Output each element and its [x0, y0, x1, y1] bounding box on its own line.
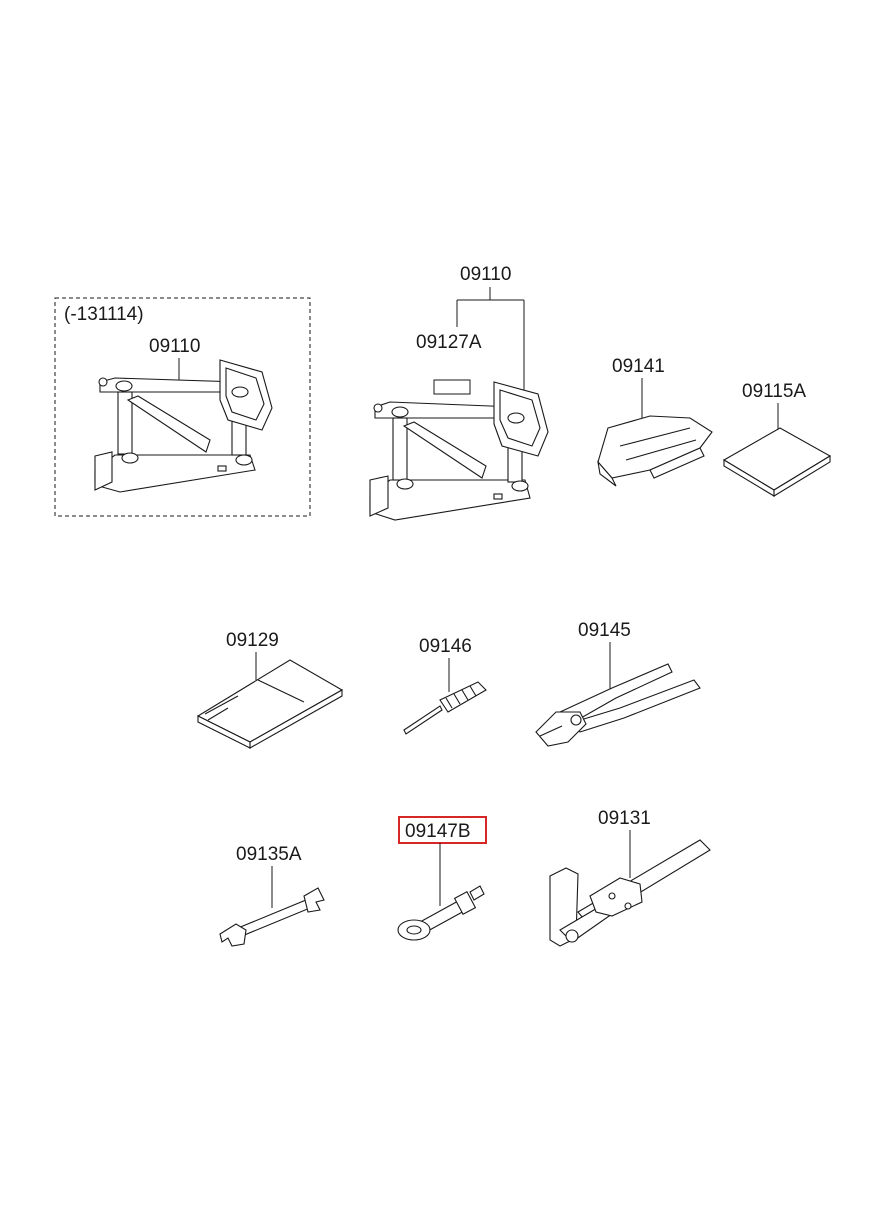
- part-jack-old[interactable]: 09110: [94, 336, 273, 493]
- scissor-jack-illustration: [369, 381, 549, 521]
- part-spanner[interactable]: 09135A: [219, 844, 325, 947]
- part-tool-bag[interactable]: 09129: [196, 630, 344, 749]
- part-number-label: 09110: [460, 264, 511, 285]
- date-note-label: (-131114): [64, 304, 144, 325]
- part-number-label: 09129: [226, 630, 279, 651]
- tool-tray-illustration: [597, 415, 713, 487]
- part-number-label: 09135A: [236, 844, 302, 865]
- part-number-label: 09147B: [405, 821, 471, 842]
- part-number-label: 09110: [149, 336, 200, 357]
- part-number-label: 09146: [419, 636, 472, 657]
- part-jack-new[interactable]: 09110: [369, 264, 549, 521]
- part-number-label: 09127A: [416, 332, 482, 353]
- tool-bag-illustration: [196, 659, 344, 749]
- part-pliers[interactable]: 09145: [535, 620, 701, 747]
- part-tray[interactable]: 09141: [597, 356, 713, 487]
- part-towing-hook[interactable]: 09147B: [397, 816, 487, 941]
- part-number-label: 09131: [598, 808, 651, 829]
- part-wheel-wrench[interactable]: 09131: [549, 808, 711, 947]
- superseded-group-frame: [54, 297, 311, 517]
- towing-hook-illustration: [397, 885, 485, 941]
- part-number-label: 09115A: [742, 381, 806, 402]
- warning-sticker-icon: [433, 379, 471, 395]
- part-jack-sticker[interactable]: 09127A: [416, 332, 482, 395]
- part-number-label: 09141: [612, 356, 665, 377]
- pliers-illustration: [535, 663, 701, 747]
- wheel-wrench-illustration: [549, 839, 711, 947]
- scissor-jack-illustration: [94, 359, 273, 493]
- spanner-illustration: [219, 887, 325, 947]
- part-number-label: 09145: [578, 620, 631, 641]
- screwdriver-illustration: [403, 681, 487, 735]
- selection-highlight-box: [398, 816, 487, 844]
- part-pad[interactable]: 09115A: [722, 381, 832, 497]
- part-screwdriver[interactable]: 09146: [403, 636, 487, 735]
- pad-illustration: [722, 427, 832, 497]
